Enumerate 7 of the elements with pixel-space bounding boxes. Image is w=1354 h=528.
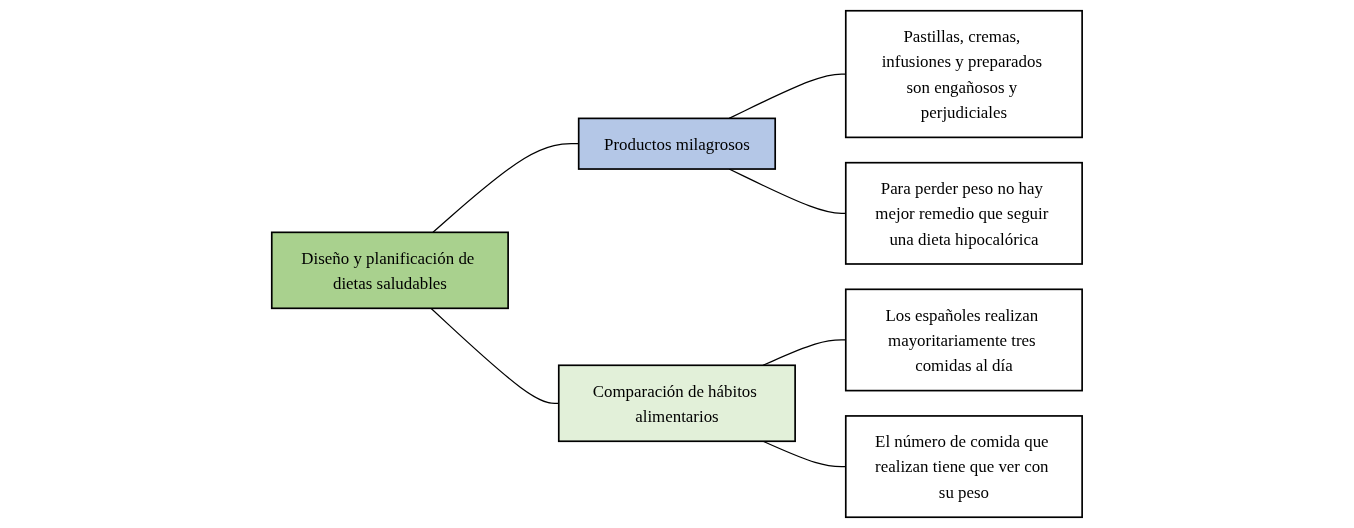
node-box: Pastillas, cremas, infusiones y preparados son engañosos y perjudiciales bbox=[844, 9, 1083, 139]
node-box: El número de comida que realizan tiene que ver con su peso bbox=[844, 415, 1083, 519]
node-box: Para perder peso no hay mejor remedio que seguir una dieta hipocalórica bbox=[844, 161, 1083, 265]
node-box: Los españoles realizan mayoritariamente tres comidas al día bbox=[844, 288, 1083, 392]
node-box: Diseño y planificación de dietas saludables bbox=[270, 231, 509, 310]
node-box: Productos milagrosos bbox=[577, 117, 777, 170]
node-box: Comparación de hábitos alimentarios bbox=[557, 364, 796, 443]
